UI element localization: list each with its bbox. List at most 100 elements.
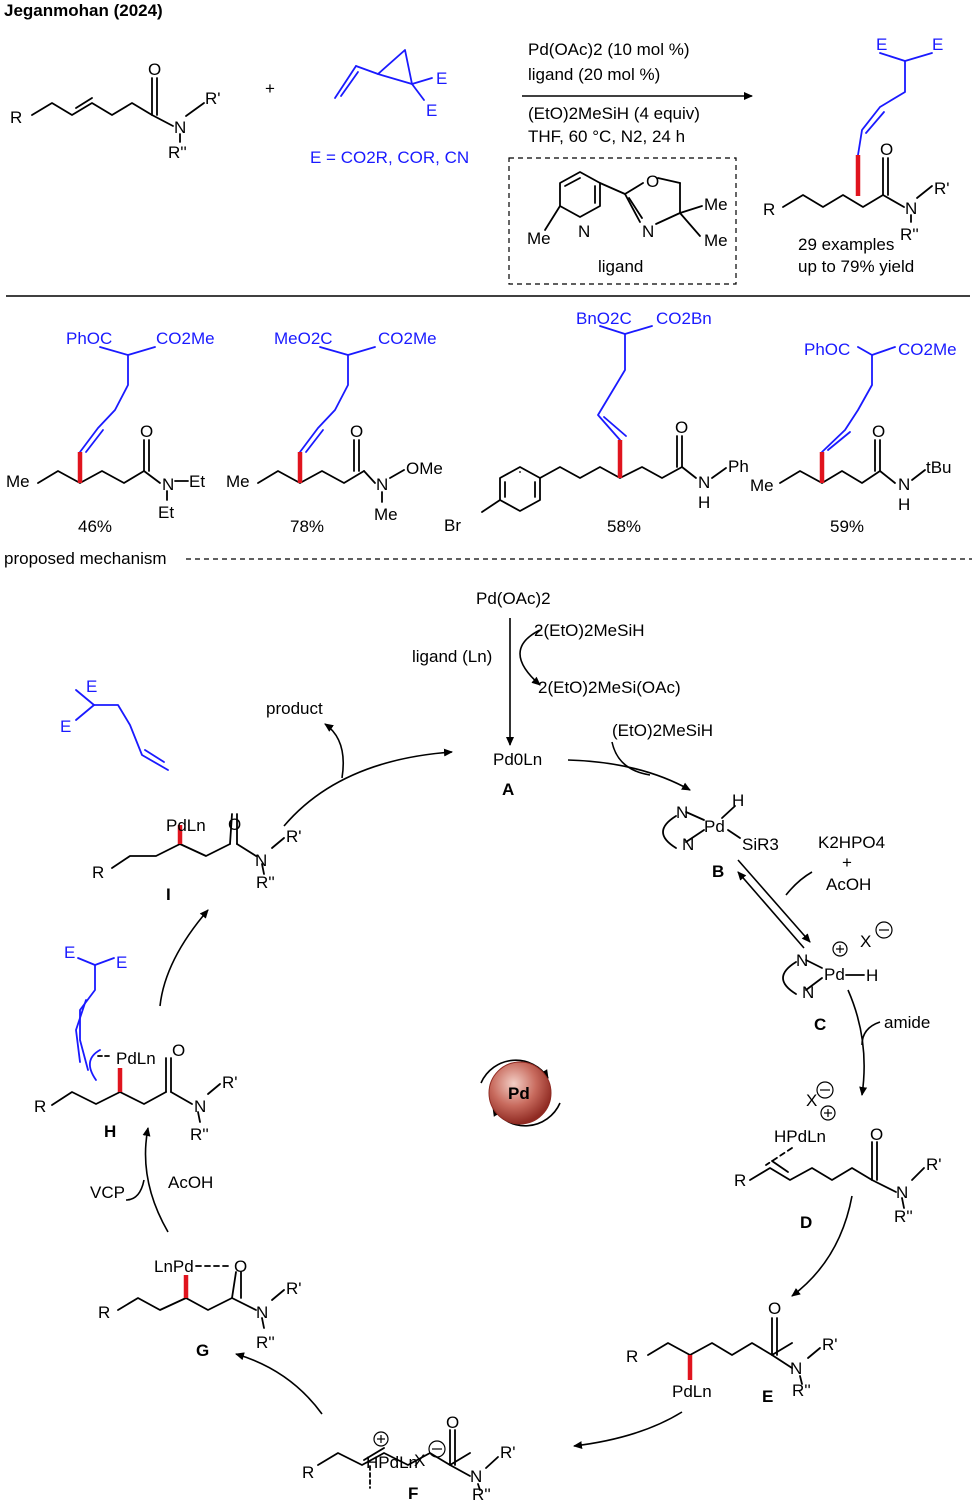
atom-label: LnPd [154,1257,194,1276]
species-F: HPdLn X R O N R' R'' F [302,1413,516,1504]
atom-label: PdLn [672,1382,712,1401]
atom-label: N [642,222,654,241]
atom-label: N [905,199,917,218]
example-product-1: PhOC CO2Me O N Et Et Me 46% [6,329,215,536]
product-label: product [266,699,323,718]
atom-label: N [255,851,267,870]
ester-group: CO2Me [898,340,957,359]
atom-label: N [256,1303,268,1322]
atom-label: R' [822,1335,838,1354]
scheme-title: Jeganmohan (2024) [4,1,163,20]
atom-label: R'' [900,225,919,244]
precatalyst: Pd(OAc)2 [476,589,551,608]
atom-label: N [682,835,694,854]
atom-label: X [860,932,871,951]
atom-label: R [302,1463,314,1482]
atom-label: H [898,495,910,514]
center-pd-label: Pd [508,1084,530,1103]
arrow-F-to-G [235,1352,323,1415]
condition-line: Pd(OAc)2 (10 mol %) [528,40,690,59]
atom-label: X [806,1091,817,1110]
atom-label: E [436,69,447,88]
arrow-E-to-F [573,1411,683,1450]
vcp-entry-arrow [125,1179,145,1201]
atom-label: N [376,475,388,494]
atom-label: E [932,35,943,54]
ester-group: BnO2C [576,309,632,328]
atom-label: R [34,1097,46,1116]
species-label-E: E [762,1387,773,1406]
atom-label: E [876,35,887,54]
species-label-D: D [800,1213,812,1232]
species-label-C: C [814,1015,826,1034]
atom-label: R' [286,1279,302,1298]
species-I: E E PdLn R O N R' R'' I [60,677,302,904]
e-definition: E = CO2R, COR, CN [310,148,469,167]
arrow-I-to-A [283,748,453,827]
arrow-C-to-B [737,871,805,949]
silane-in: 2(EtO)2MeSiH [534,621,645,640]
ester-group: PhOC [66,329,112,348]
atom-label: O [870,1125,883,1144]
atom-label: Pd [704,817,725,836]
species-H: E E PdLn R O N R' R'' H [34,943,238,1144]
atom-label: R' [286,827,302,846]
ester-group: MeO2C [274,329,333,348]
atom-label: O [646,172,659,191]
yield-range: up to 79% yield [798,257,914,276]
atom-label: X [414,1451,425,1470]
atom-label: PdLn [166,816,206,835]
species-G: LnPd O R N R' R'' G [98,1257,302,1360]
atom-label: R' [500,1443,516,1462]
yield-label: 58% [607,517,641,536]
ester-group: CO2Me [378,329,437,348]
atom-label: N [698,473,710,492]
species-E: R O N PdLn R' R'' E [626,1299,838,1406]
amide-entry-arrow [861,1021,881,1046]
atom-label: R' [222,1073,238,1092]
atom-label: N [896,1183,908,1202]
yield-label: 78% [290,517,324,536]
atom-label: O [234,1257,247,1276]
species-label-A: A [502,780,514,799]
reagent: K2HPO4 [818,833,885,852]
atom-label: N [802,983,814,1002]
atom-label: Me [704,231,728,250]
silane-entry-arrow [611,741,651,776]
yield-label: 59% [830,517,864,536]
atom-label: N [162,475,174,494]
example-product-4: PhOC CO2Me O N H tBu Me 59% [750,340,957,536]
palladium-sphere [488,1061,552,1125]
atom-label: Ph [728,457,749,476]
atom-label: HPdLn [366,1453,418,1472]
atom-label: N [898,475,910,494]
atom-label: OMe [406,459,443,478]
reagent: AcOH [826,875,871,894]
arrow-A-to-B [567,759,691,791]
species-label-I: I [166,885,171,904]
species-label-G: G [196,1341,209,1360]
atom-label: N [194,1097,206,1116]
atom-label: Br [444,516,461,535]
plus-sign: + [265,79,275,98]
acid-reagent: AcOH [168,1173,213,1192]
atom-label: Me [226,472,250,491]
silane-step: (EtO)2MeSiH [612,721,713,740]
atom-label: N [790,1359,802,1378]
atom-label: E [426,101,437,120]
ester-group: CO2Bn [656,309,712,328]
atom-label: HPdLn [774,1127,826,1146]
vinylcyclopropane: E E [334,49,447,120]
atom-label: R [10,108,22,127]
atom-label: E [116,953,127,972]
atom-label: Me [374,505,398,524]
atom-label: E [64,943,75,962]
ester-group: PhOC [804,340,850,359]
atom-label: Et [189,472,205,491]
species-B: N N Pd H SiR3 B [662,791,779,881]
atom-label: R [92,863,104,882]
catalytic-cycle-center: Pd [480,1059,561,1127]
atom-label: O [872,422,885,441]
atom-label: O [140,422,153,441]
atom-label: O [172,1041,185,1060]
